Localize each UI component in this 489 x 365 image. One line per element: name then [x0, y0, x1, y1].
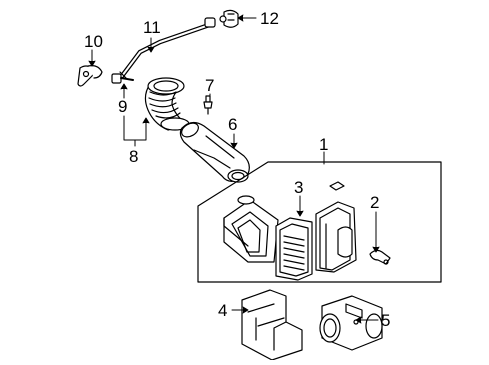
- part-1-assembly-frame: [197, 161, 442, 283]
- part-10-clamp: [77, 65, 103, 87]
- callout-4: 4: [218, 301, 227, 320]
- callout-5: 5: [381, 311, 390, 330]
- callout-labels: 11 12 10 7 6 9 8 1 3 2 4 5: [84, 9, 390, 330]
- part-2-clip: [369, 249, 391, 265]
- part-1-upper-housing: [315, 201, 357, 273]
- callout-12: 12: [260, 9, 279, 28]
- callout-2: 2: [370, 193, 379, 212]
- part-4-bracket: [241, 289, 303, 361]
- callout-9: 9: [118, 97, 127, 116]
- callout-11: 11: [143, 18, 161, 37]
- part-11-hose: [119, 17, 216, 79]
- part-8-duct-hose: [144, 77, 190, 131]
- part-3-filter: [275, 217, 313, 281]
- callout-3: 3: [294, 178, 303, 197]
- leader-lines: [88, 14, 380, 324]
- callout-10: 10: [84, 32, 103, 51]
- part-1-lower-housing: [223, 195, 279, 263]
- callout-1: 1: [319, 135, 328, 154]
- part-5-maf-sensor: [319, 295, 383, 351]
- part-1-small-clip: [329, 181, 345, 191]
- part-6-intake-tube: [179, 121, 250, 183]
- callout-8: 8: [129, 147, 138, 166]
- part-9-bolt: [111, 73, 134, 84]
- part-7-fastener: [203, 95, 213, 115]
- callout-6: 6: [228, 115, 237, 134]
- callout-7: 7: [205, 76, 214, 95]
- part-12-clip: [219, 9, 239, 28]
